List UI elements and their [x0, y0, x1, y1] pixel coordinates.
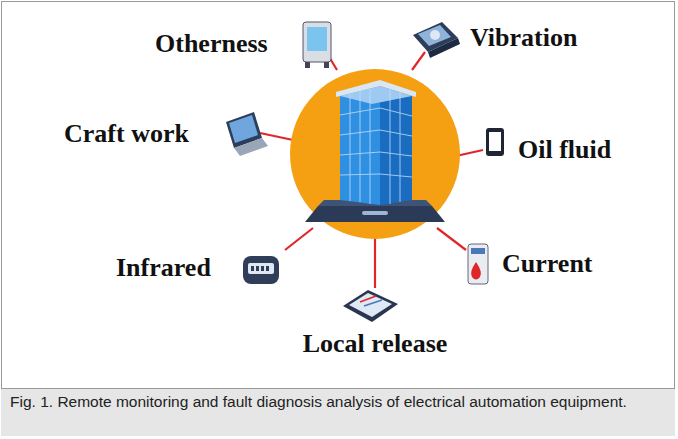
label-oil-fluid: Oil fluid	[518, 136, 611, 165]
label-vibration: Vibration	[470, 24, 577, 53]
label-craft-work: Craft work	[64, 120, 189, 149]
figure-caption: Fig. 1. Remote monitoring and fault diag…	[10, 392, 660, 412]
label-current: Current	[502, 250, 593, 279]
label-otherness: Otherness	[155, 30, 268, 59]
label-infrared: Infrared	[116, 254, 211, 283]
label-local-release: Local release	[303, 330, 448, 359]
